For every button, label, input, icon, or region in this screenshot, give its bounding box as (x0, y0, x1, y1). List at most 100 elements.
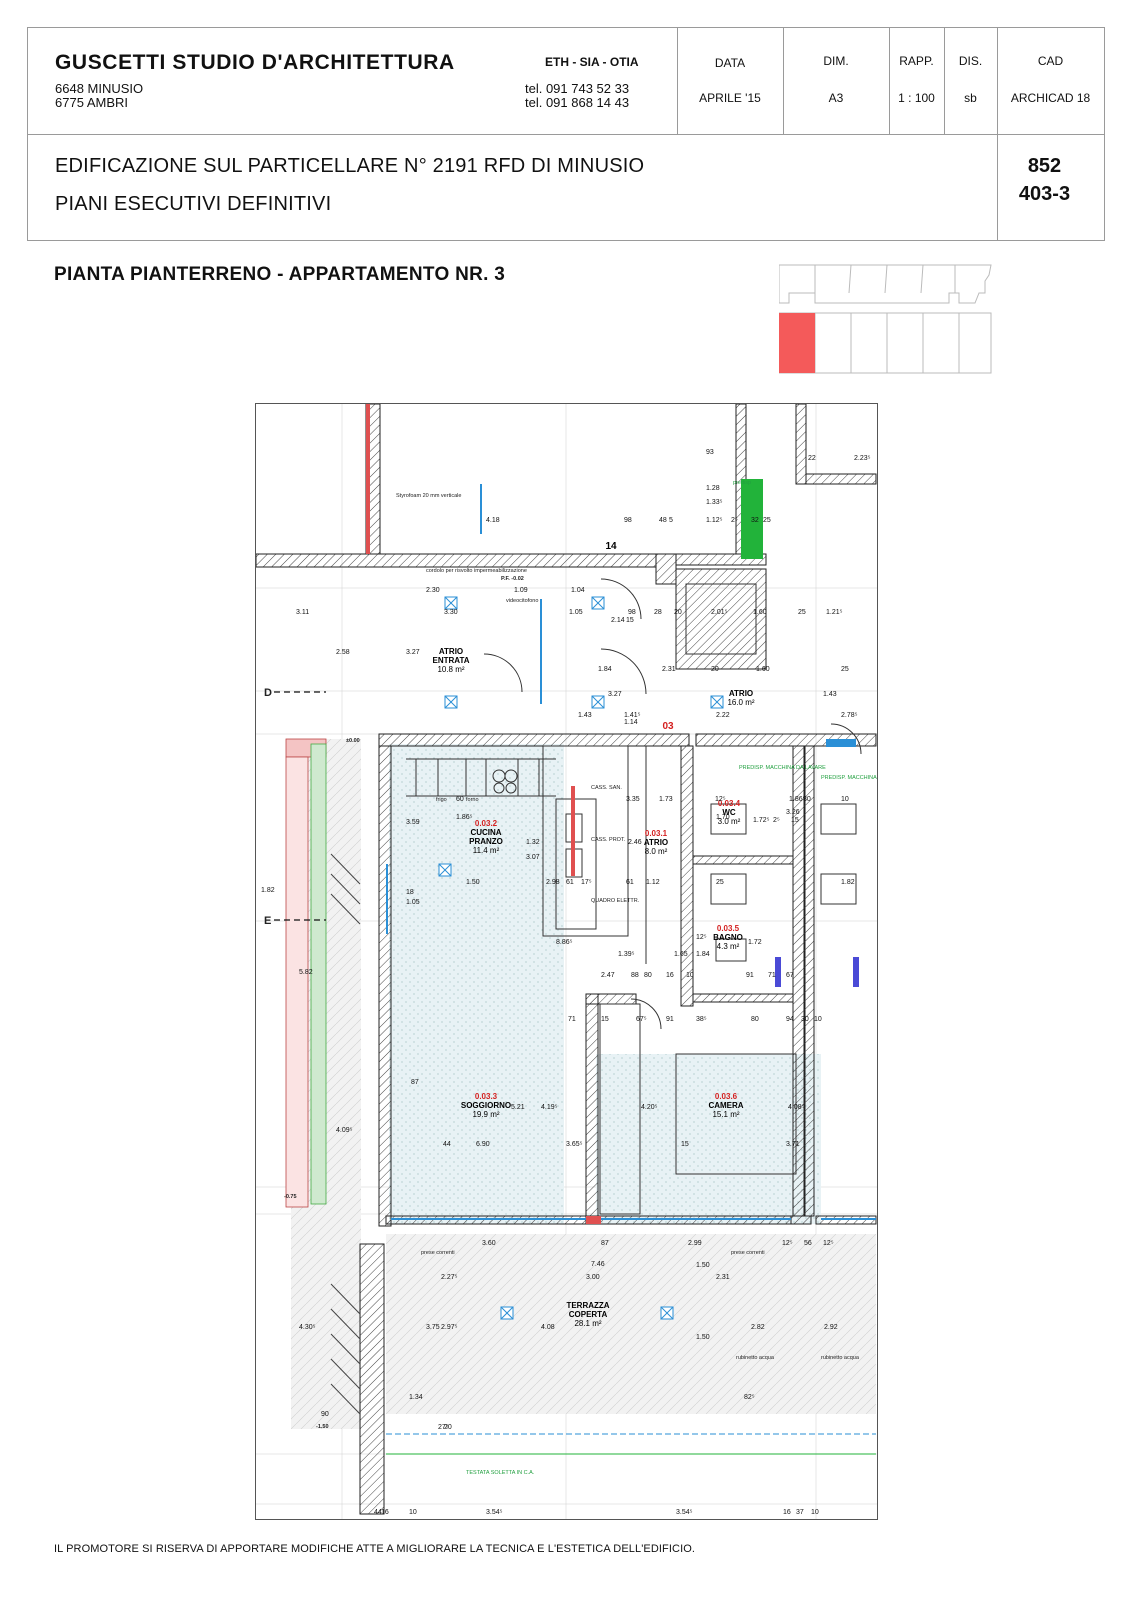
annotation: TESTATA SOLETTA IN C.A. (466, 1470, 535, 1476)
room-number: 0.03.1 (645, 829, 668, 838)
field-label-rapp: RAPP. (899, 54, 934, 68)
dimension-label: 25 (763, 517, 771, 524)
dimension-label: 25 (841, 666, 849, 673)
room-number: 14 (605, 541, 617, 552)
room-name: WC (722, 808, 736, 817)
dimension-label: 3.65⁵ (566, 1141, 583, 1148)
living-floor (389, 744, 564, 1224)
column-divider (944, 28, 945, 134)
dimension-label: 44 (443, 1141, 451, 1148)
dimension-label: 28 (654, 609, 662, 616)
dimension-label: 1.43 (823, 691, 837, 698)
annotation: rubinetto acqua (736, 1355, 775, 1361)
dimension-label: 16 (666, 972, 674, 979)
footer-note: IL PROMOTORE SI RISERVA DI APPORTARE MOD… (54, 1543, 696, 1555)
title-block-divider (28, 134, 1104, 135)
room-area: 10.8 m² (437, 665, 464, 674)
dimension-label: 15 (626, 617, 634, 624)
section-markers (274, 691, 326, 921)
field-label-dim: DIM. (823, 54, 849, 68)
dimension-label: 61 (566, 879, 574, 886)
column-divider (889, 28, 890, 134)
room-number: 0.03.4 (718, 799, 741, 808)
annotation: predisp (733, 480, 751, 486)
dimension-label: 2⁵ (773, 817, 780, 824)
annotation: cordolo per risvolto impermeabilizzazion… (426, 568, 527, 574)
room-area: 4.3 m² (717, 942, 740, 951)
dimension-label: 4.19⁵ (541, 1104, 558, 1111)
room-name: ATRIO (644, 838, 668, 847)
column-divider (997, 28, 998, 240)
drawing-number: 852 (1027, 155, 1062, 177)
room-number: 0.03.2 (475, 819, 498, 828)
dimension-label: 1.86⁵ (789, 796, 806, 803)
dimension-label: 2.22 (716, 712, 730, 719)
dimension-label: 10 (841, 796, 849, 803)
annotation: PREDISP. MACCHINA DA LAVARE (821, 775, 878, 781)
dimension-label: 2.47 (601, 972, 615, 979)
title-block: GUSCETTI STUDIO D'ARCHITETTURA 6648 MINU… (27, 27, 1105, 241)
dimension-label: 1.34 (409, 1394, 423, 1401)
dimension-label: 17⁵ (581, 879, 592, 886)
dimension-label: 1.73 (659, 796, 673, 803)
room-number: 0.03.5 (717, 924, 740, 933)
dimension-label: 38⁵ (696, 1016, 707, 1023)
dimension-label: 12⁵ (715, 796, 726, 803)
dimension-label: 3.71 (786, 1141, 800, 1148)
annotation: prese correnti (731, 1250, 765, 1256)
dimension-label: 4.09⁵ (336, 1127, 353, 1134)
windows (386, 484, 876, 1220)
dimension-label: 3.54⁵ (486, 1509, 503, 1516)
section-label: D (264, 687, 272, 699)
dimension-label: 1.82 (841, 879, 855, 886)
dimension-label: 4.30⁵ (299, 1324, 316, 1331)
dimension-label: 1.84 (696, 951, 710, 958)
dimension-label: 1.04 (571, 587, 585, 594)
plan-title: PIANTA PIANTERRENO - APPARTAMENTO NR. 3 (54, 264, 506, 285)
dimension-label: 3.54⁵ (676, 1509, 693, 1516)
dimension-label: 10 (686, 972, 694, 979)
annotation: rubinetto acqua (821, 1355, 860, 1361)
window-blue-block (826, 739, 856, 747)
dimension-label: 16 (381, 1509, 389, 1516)
key-plan (779, 264, 992, 374)
studio-certifications: ETH - SIA - OTIA (545, 55, 639, 69)
dimension-label: 3.11 (296, 609, 309, 616)
column-divider (783, 28, 784, 134)
dimension-label: 22 (808, 455, 816, 462)
dimension-label: 91 (746, 972, 754, 979)
bedroom-floor (596, 1054, 821, 1224)
annotations: Styrofoam 20 mm verticale cordolo per ri… (264, 480, 878, 1476)
apartment-number: 03 (662, 721, 674, 732)
level-mark: ±0.00 (346, 738, 360, 744)
room-name-2: COPERTA (569, 1310, 608, 1319)
dimension-label: 20 (444, 1424, 452, 1431)
cut-marker-red (571, 786, 575, 876)
annotation: CASS. PROT. (591, 837, 626, 843)
dimension-label: 2.82 (751, 1324, 765, 1331)
dimension-label: 12⁵ (823, 1240, 834, 1247)
dimension-label: 2.99 (688, 1240, 702, 1247)
dimension-label: 1.39⁵ (618, 951, 635, 958)
dimension-label: 2.23⁵ (854, 455, 871, 462)
dimension-label: 15 (601, 1016, 609, 1023)
dimension-label: 2.31 (716, 1274, 730, 1281)
dimension-label: 71 (768, 972, 776, 979)
dimension-label: 1.28 (706, 485, 720, 492)
green-wall-strip (310, 743, 327, 1205)
dimension-label: 93 (706, 449, 714, 456)
dimension-label: 1.84 (598, 666, 612, 673)
annotation: QUADRO ELETTR. (591, 898, 640, 904)
room-name: TERRAZZA (566, 1301, 609, 1310)
floor-plan: ATRIO ENTRATA 10.8 m² ATRIO 16.0 m² 03 0… (255, 403, 878, 1520)
dimension-label: 2.46 (628, 839, 642, 846)
room-name-2: ENTRATA (432, 656, 469, 665)
annotation: P.F. -0.02 (501, 576, 524, 582)
room-name: SOGGIORNO (461, 1101, 511, 1110)
dimension-label: 3.07 (526, 854, 540, 861)
room-name: CAMERA (708, 1101, 743, 1110)
field-value-rapp: 1 : 100 (898, 91, 935, 105)
dimension-label: 1.60 (756, 666, 770, 673)
dimension-label: 1.60 (753, 609, 767, 616)
dimension-label: 2.97⁵ (441, 1324, 458, 1331)
